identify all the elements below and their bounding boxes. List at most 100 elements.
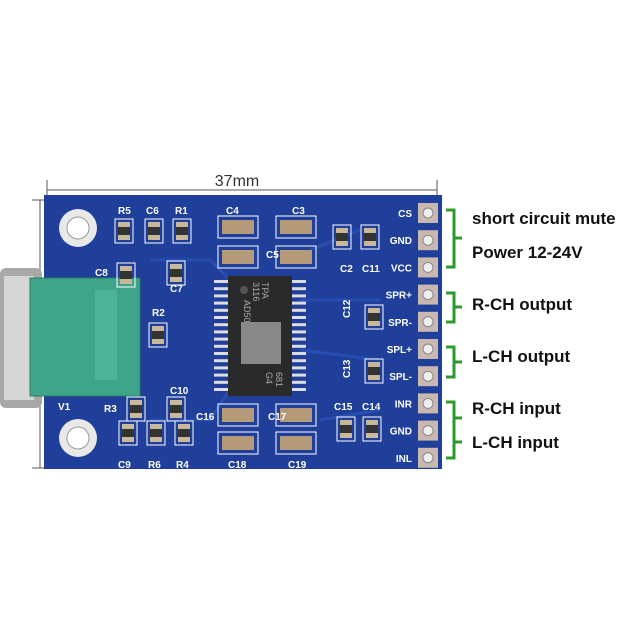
silk-label: C8 [95,268,108,279]
pin-hole [422,370,434,382]
smd-body [150,429,162,437]
annotation-r-output: R-CH output [472,295,573,314]
bracket [446,345,462,379]
pin-label: SPR- [388,318,412,329]
chip-lead [214,352,230,355]
chip-lead [214,388,230,391]
smd-components [114,215,384,455]
bracket [446,400,462,460]
chip-lead [290,323,306,327]
smd-body [170,269,182,277]
silkscreen-labels: R5 C6 R1 C4 C3 C8 C7 C5 C2 C11 R2 C12 C1… [58,206,381,471]
component-outline [114,218,134,244]
pin-hole [422,425,434,437]
silk-label: C13 [342,359,353,378]
chip-lead [290,301,306,305]
chip-lead [290,344,306,348]
pin-hole [422,316,434,328]
silk-label: C7 [170,284,183,295]
pin-label: SPR+ [386,291,413,302]
chip-lead [214,294,230,298]
capacitor [280,408,312,422]
chip-lead [214,359,230,363]
component-outline [166,260,186,286]
capacitor [222,436,254,450]
capacitor [280,250,312,264]
chip-lead [290,366,306,370]
silk-label: C4 [226,206,239,217]
bracket [446,291,462,324]
chip-lead [290,380,306,384]
chip-lead [290,330,306,334]
pin-label: CS [398,209,412,220]
component-outline [126,396,146,422]
capacitor-outline [217,215,259,239]
component-outline [364,304,384,330]
smd-body [368,313,380,321]
chip-lead [290,280,306,283]
silk-label: C2 [340,264,353,275]
pin-label: SPL+ [387,345,412,356]
capacitor-outline [217,245,259,269]
smd-body [148,227,160,235]
silk-label: C19 [288,460,307,471]
silk-label: V1 [58,402,71,413]
chip-lead [290,287,306,291]
chip-marking: G4 [264,372,274,384]
component-outline [116,262,136,288]
pin-label: GND [390,236,412,247]
component-outline [144,218,164,244]
capacitor [280,436,312,450]
chip-lead [290,316,306,319]
smd-body [122,429,134,437]
smd-body [336,233,348,241]
chip-lead [290,352,306,355]
silk-label: C14 [362,402,381,413]
pin-label: SPL- [389,372,412,383]
silk-label: R2 [152,308,165,319]
chip-lead [214,366,230,370]
capacitor-outline [217,431,259,455]
component-outline [146,420,166,446]
pin-label: INR [395,399,413,410]
component-outline [172,218,192,244]
mounting-hole-top [59,209,97,247]
component-outline [332,224,352,250]
chip-marking: 3116 [251,282,261,301]
silk-label: C16 [196,412,215,423]
silk-label: R5 [118,206,131,217]
smd-body [178,429,190,437]
capacitor-outline [275,215,317,239]
annotation-brackets [446,208,462,460]
silk-label: C12 [342,299,353,318]
mounting-hole-bottom [59,419,97,457]
component-outline [336,416,356,442]
silk-label: C9 [118,460,131,471]
silk-label: R4 [176,460,189,471]
chip-lead [214,373,230,377]
smd-body [152,331,164,339]
silk-label: C15 [334,402,353,413]
smd-body [170,405,182,413]
smd-body [176,227,188,235]
capacitor-outline [217,403,259,427]
component-outline [174,420,194,446]
traces [150,228,381,422]
capacitor-outline [275,245,317,269]
capacitor [222,220,254,234]
chip-marking: 681 [274,372,284,387]
chip-lead [214,301,230,305]
silk-label: C5 [266,250,279,261]
chip-lead [290,337,306,341]
capacitor-outline [275,431,317,455]
chip-lead [290,388,306,391]
silk-label: R1 [175,206,188,217]
chip-marking: TPA [260,282,270,299]
smd-body [130,405,142,413]
silk-label: C17 [268,412,287,423]
capacitor [222,250,254,264]
pin-hole [422,397,434,409]
component-outline [148,322,168,348]
